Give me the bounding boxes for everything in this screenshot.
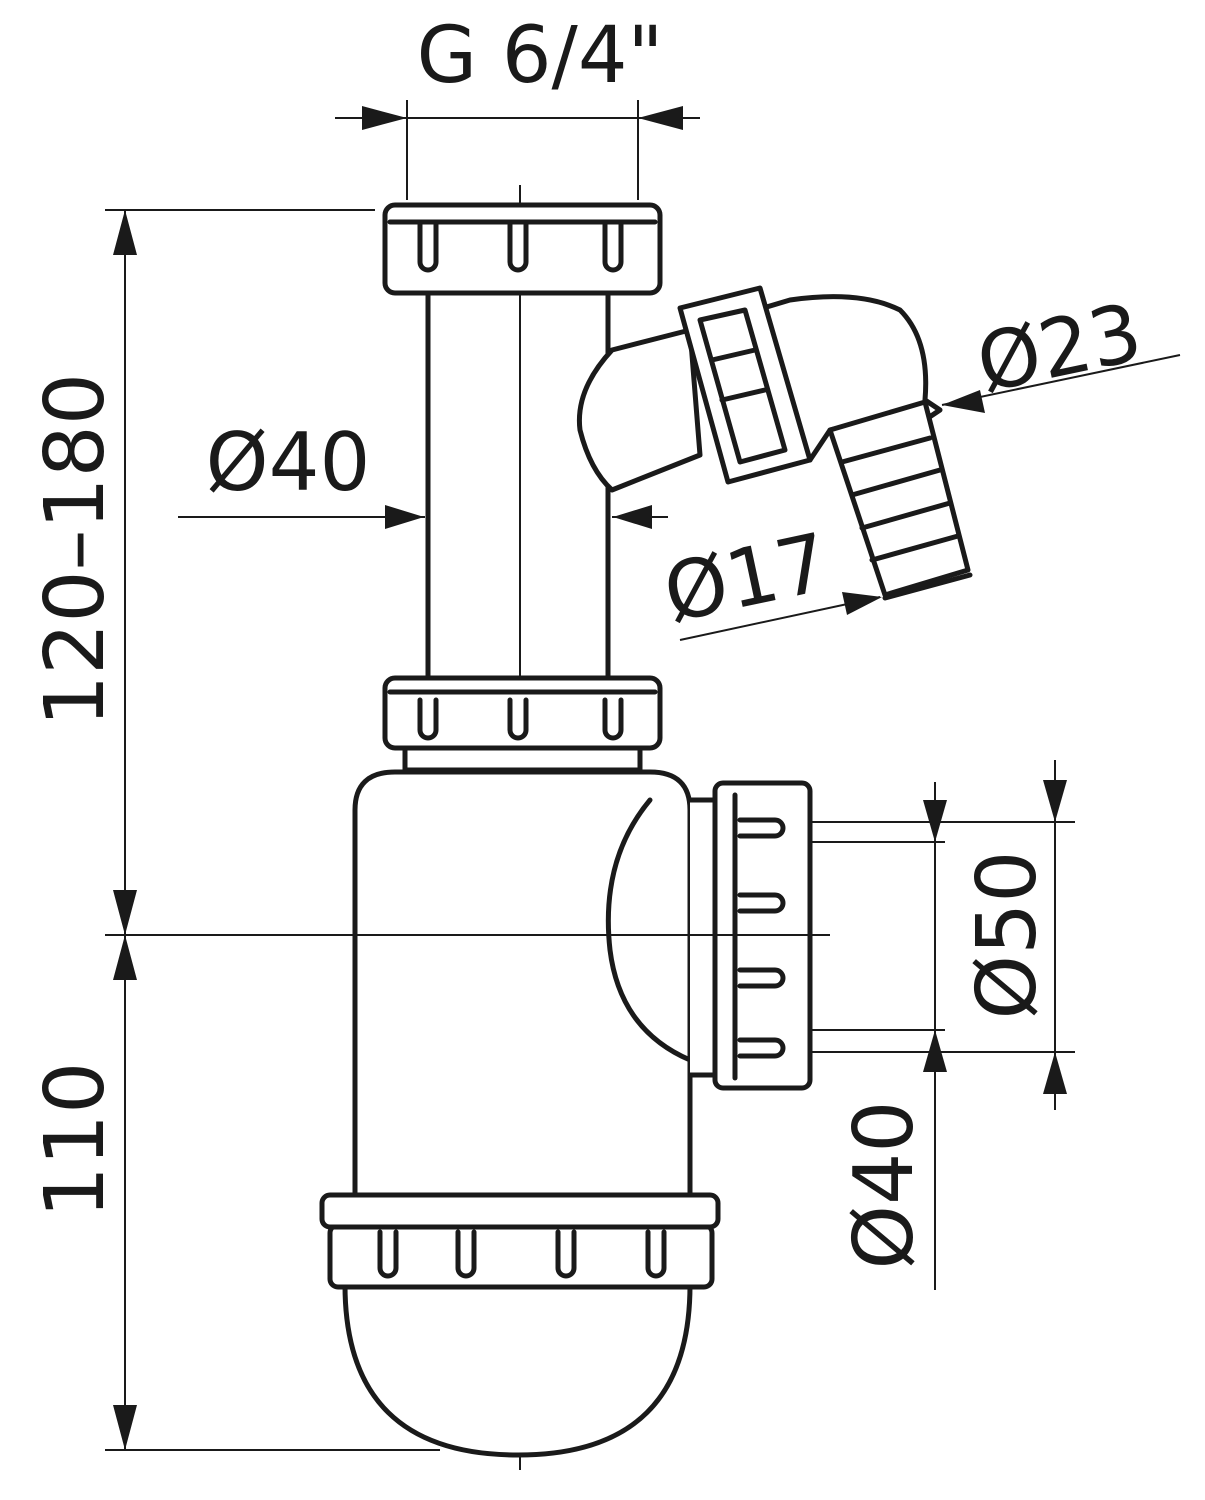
hose-connector (576, 285, 973, 601)
height-base-label: 110 (28, 1062, 123, 1219)
hose-large-label: Ø23 (969, 285, 1150, 410)
siphon-body (352, 769, 718, 1198)
hose-large-dimension (941, 354, 1181, 413)
thread-label: G 6/4" (417, 11, 664, 101)
height-dimensions (105, 209, 830, 1451)
pipe-diameter-label: Ø40 (206, 416, 371, 509)
height-range-label: 120–180 (28, 373, 123, 727)
middle-nut (382, 675, 663, 773)
outlet-inner-label: Ø40 (837, 1101, 932, 1270)
outlet-outer-label: Ø50 (960, 851, 1055, 1020)
hose-small-label: Ø17 (656, 515, 837, 640)
thread-dimension (335, 100, 700, 200)
pipe-diameter-dimension (178, 505, 668, 529)
bottom-cup (319, 1192, 721, 1458)
hose-small-dimension (679, 592, 882, 641)
top-nut (382, 202, 663, 296)
outlet-dimensions (810, 760, 1075, 1290)
vertical-pipe (425, 289, 611, 683)
